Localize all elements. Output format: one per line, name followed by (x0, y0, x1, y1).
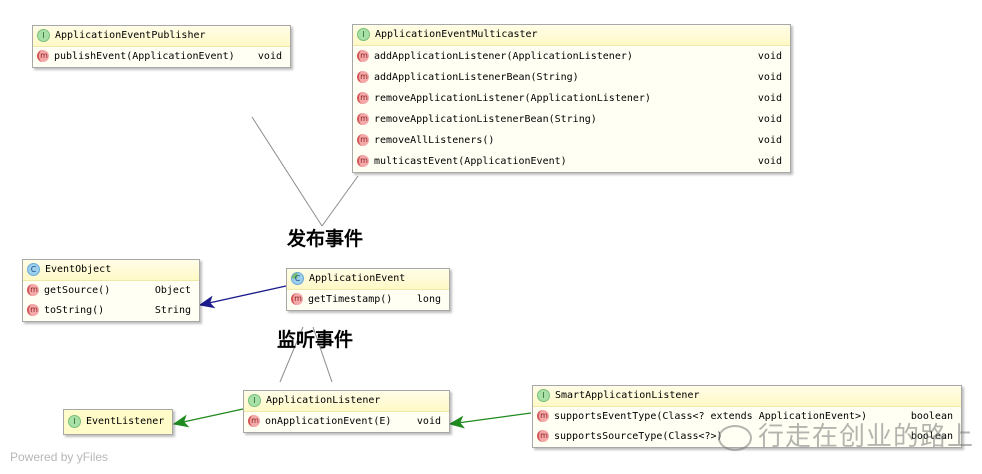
method-signature: supportsEventType(Class<? extends Applic… (554, 411, 868, 422)
method-return-type: void (757, 51, 782, 62)
method-icon: m (537, 410, 549, 422)
method-return-type: long (416, 294, 441, 305)
interface-icon: I (357, 27, 370, 41)
watermark-label: 行走在创业的路上 (758, 422, 975, 452)
method-return-type: void (757, 72, 782, 83)
node-event-listener[interactable]: I EventListener (63, 409, 173, 435)
publish-event-label: 发布事件 (287, 228, 364, 250)
method-row: m toString() String (23, 301, 199, 321)
node-header: I ApplicationListener (244, 391, 449, 412)
method-row: m multicastEvent(ApplicationEvent) void (353, 151, 790, 172)
method-icon: m (357, 134, 369, 146)
interface-icon: I (537, 388, 550, 402)
node-title: ApplicationEventPublisher (55, 30, 206, 41)
method-return-type: boolean (910, 411, 953, 422)
method-row: m onApplicationEvent(E) void (244, 412, 449, 432)
method-icon: m (357, 113, 369, 125)
method-signature: removeApplicationListenerBean(String) (374, 114, 597, 125)
method-return-type: void (757, 114, 782, 125)
method-row: m removeApplicationListener(ApplicationLi… (353, 88, 790, 109)
method-icon: m (357, 50, 369, 62)
method-signature: publishEvent(ApplicationEvent) (54, 51, 235, 62)
method-row: m publishEvent(ApplicationEvent) void (33, 47, 290, 67)
watermark-text: 行走在创业的路上 (718, 416, 974, 453)
interface-icon: I (37, 28, 50, 42)
method-return-type: void (257, 51, 282, 62)
method-return-type: void (757, 156, 782, 167)
interface-icon: I (68, 414, 81, 428)
wechat-icon (718, 424, 752, 451)
listen-event-label: 监听事件 (277, 329, 354, 351)
method-return-type: Object (154, 285, 191, 296)
method-row: m getSource() Object (23, 281, 199, 301)
node-title: ApplicationListener (266, 395, 381, 406)
method-icon: m (357, 71, 369, 83)
method-icon: m (357, 92, 369, 104)
node-header: I ApplicationEventPublisher (33, 26, 290, 47)
method-return-type: boolean (910, 431, 953, 442)
listen-edge-right (312, 326, 333, 383)
method-signature: removeApplicationListener(ApplicationLis… (374, 93, 651, 104)
node-title: EventListener (86, 416, 165, 427)
node-event-object[interactable]: C EventObject m getSource() Object m toStrin… (22, 259, 200, 322)
method-icon: m (27, 304, 39, 316)
method-return-type: void (416, 416, 441, 427)
abstract-class-icon: C (291, 271, 304, 285)
node-application-listener[interactable]: I ApplicationListener m onApplicationEvent… (243, 390, 450, 433)
method-signature: getTimestamp() (308, 294, 393, 305)
method-icon: m (357, 155, 369, 167)
method-row: m addApplicationListener(ApplicationListe… (353, 46, 790, 67)
method-icon: m (27, 284, 39, 296)
method-icon: m (537, 430, 549, 442)
extends-edge-smart-applistener (448, 412, 532, 429)
class-icon: C (27, 262, 40, 276)
extends-edge-applistener-eventlistener (172, 408, 244, 428)
extends-edge-appevent-eventobject (198, 285, 287, 309)
publish-edge-publisher (251, 116, 323, 227)
listen-edge-left (279, 326, 304, 383)
node-title: ApplicationEvent (309, 273, 406, 284)
method-signature: addApplicationListenerBean(String) (374, 72, 579, 83)
method-signature: addApplicationListener(ApplicationListen… (374, 51, 633, 62)
method-row: m removeApplicationListenerBean(String) vo… (353, 109, 790, 130)
node-header: C ApplicationEvent (287, 269, 449, 290)
method-return-type: void (757, 135, 782, 146)
method-icon: m (37, 50, 49, 62)
method-return-type: String (154, 305, 191, 316)
node-header: I EventListener (64, 410, 172, 434)
method-row: m addApplicationListenerBean(String) void (353, 67, 790, 88)
method-signature: multicastEvent(ApplicationEvent) (374, 156, 567, 167)
method-return-type: void (757, 93, 782, 104)
method-row: m supportsEventType(Class<? extends Appli… (533, 407, 961, 427)
method-icon: m (291, 293, 303, 305)
method-signature: toString() (44, 305, 105, 316)
method-signature: removeAllListeners() (374, 135, 495, 146)
method-row: m getTimestamp() long (287, 290, 449, 310)
node-application-event-multicaster[interactable]: I ApplicationEventMulticaster m addApplica… (352, 24, 791, 173)
node-title: ApplicationEventMulticaster (375, 29, 538, 40)
method-signature: getSource() (44, 285, 111, 296)
method-row: m removeAllListeners() void (353, 130, 790, 151)
node-application-event-publisher[interactable]: I ApplicationEventPublisher m publishEvent… (32, 25, 291, 68)
method-signature: supportsSourceType(Class<?>) (554, 431, 723, 442)
node-header: C EventObject (23, 260, 199, 281)
publish-edge-multicaster (321, 175, 359, 227)
method-signature: onApplicationEvent(E) (265, 416, 392, 427)
powered-by-footer: Powered by yFiles (10, 450, 109, 464)
node-header: I SmartApplicationListener (533, 386, 961, 407)
node-title: SmartApplicationListener (555, 390, 700, 401)
method-icon: m (248, 415, 260, 427)
node-title: EventObject (45, 264, 112, 275)
node-application-event[interactable]: C ApplicationEvent m getTimestamp() long (286, 268, 450, 311)
node-header: I ApplicationEventMulticaster (353, 25, 790, 46)
interface-icon: I (248, 393, 261, 407)
